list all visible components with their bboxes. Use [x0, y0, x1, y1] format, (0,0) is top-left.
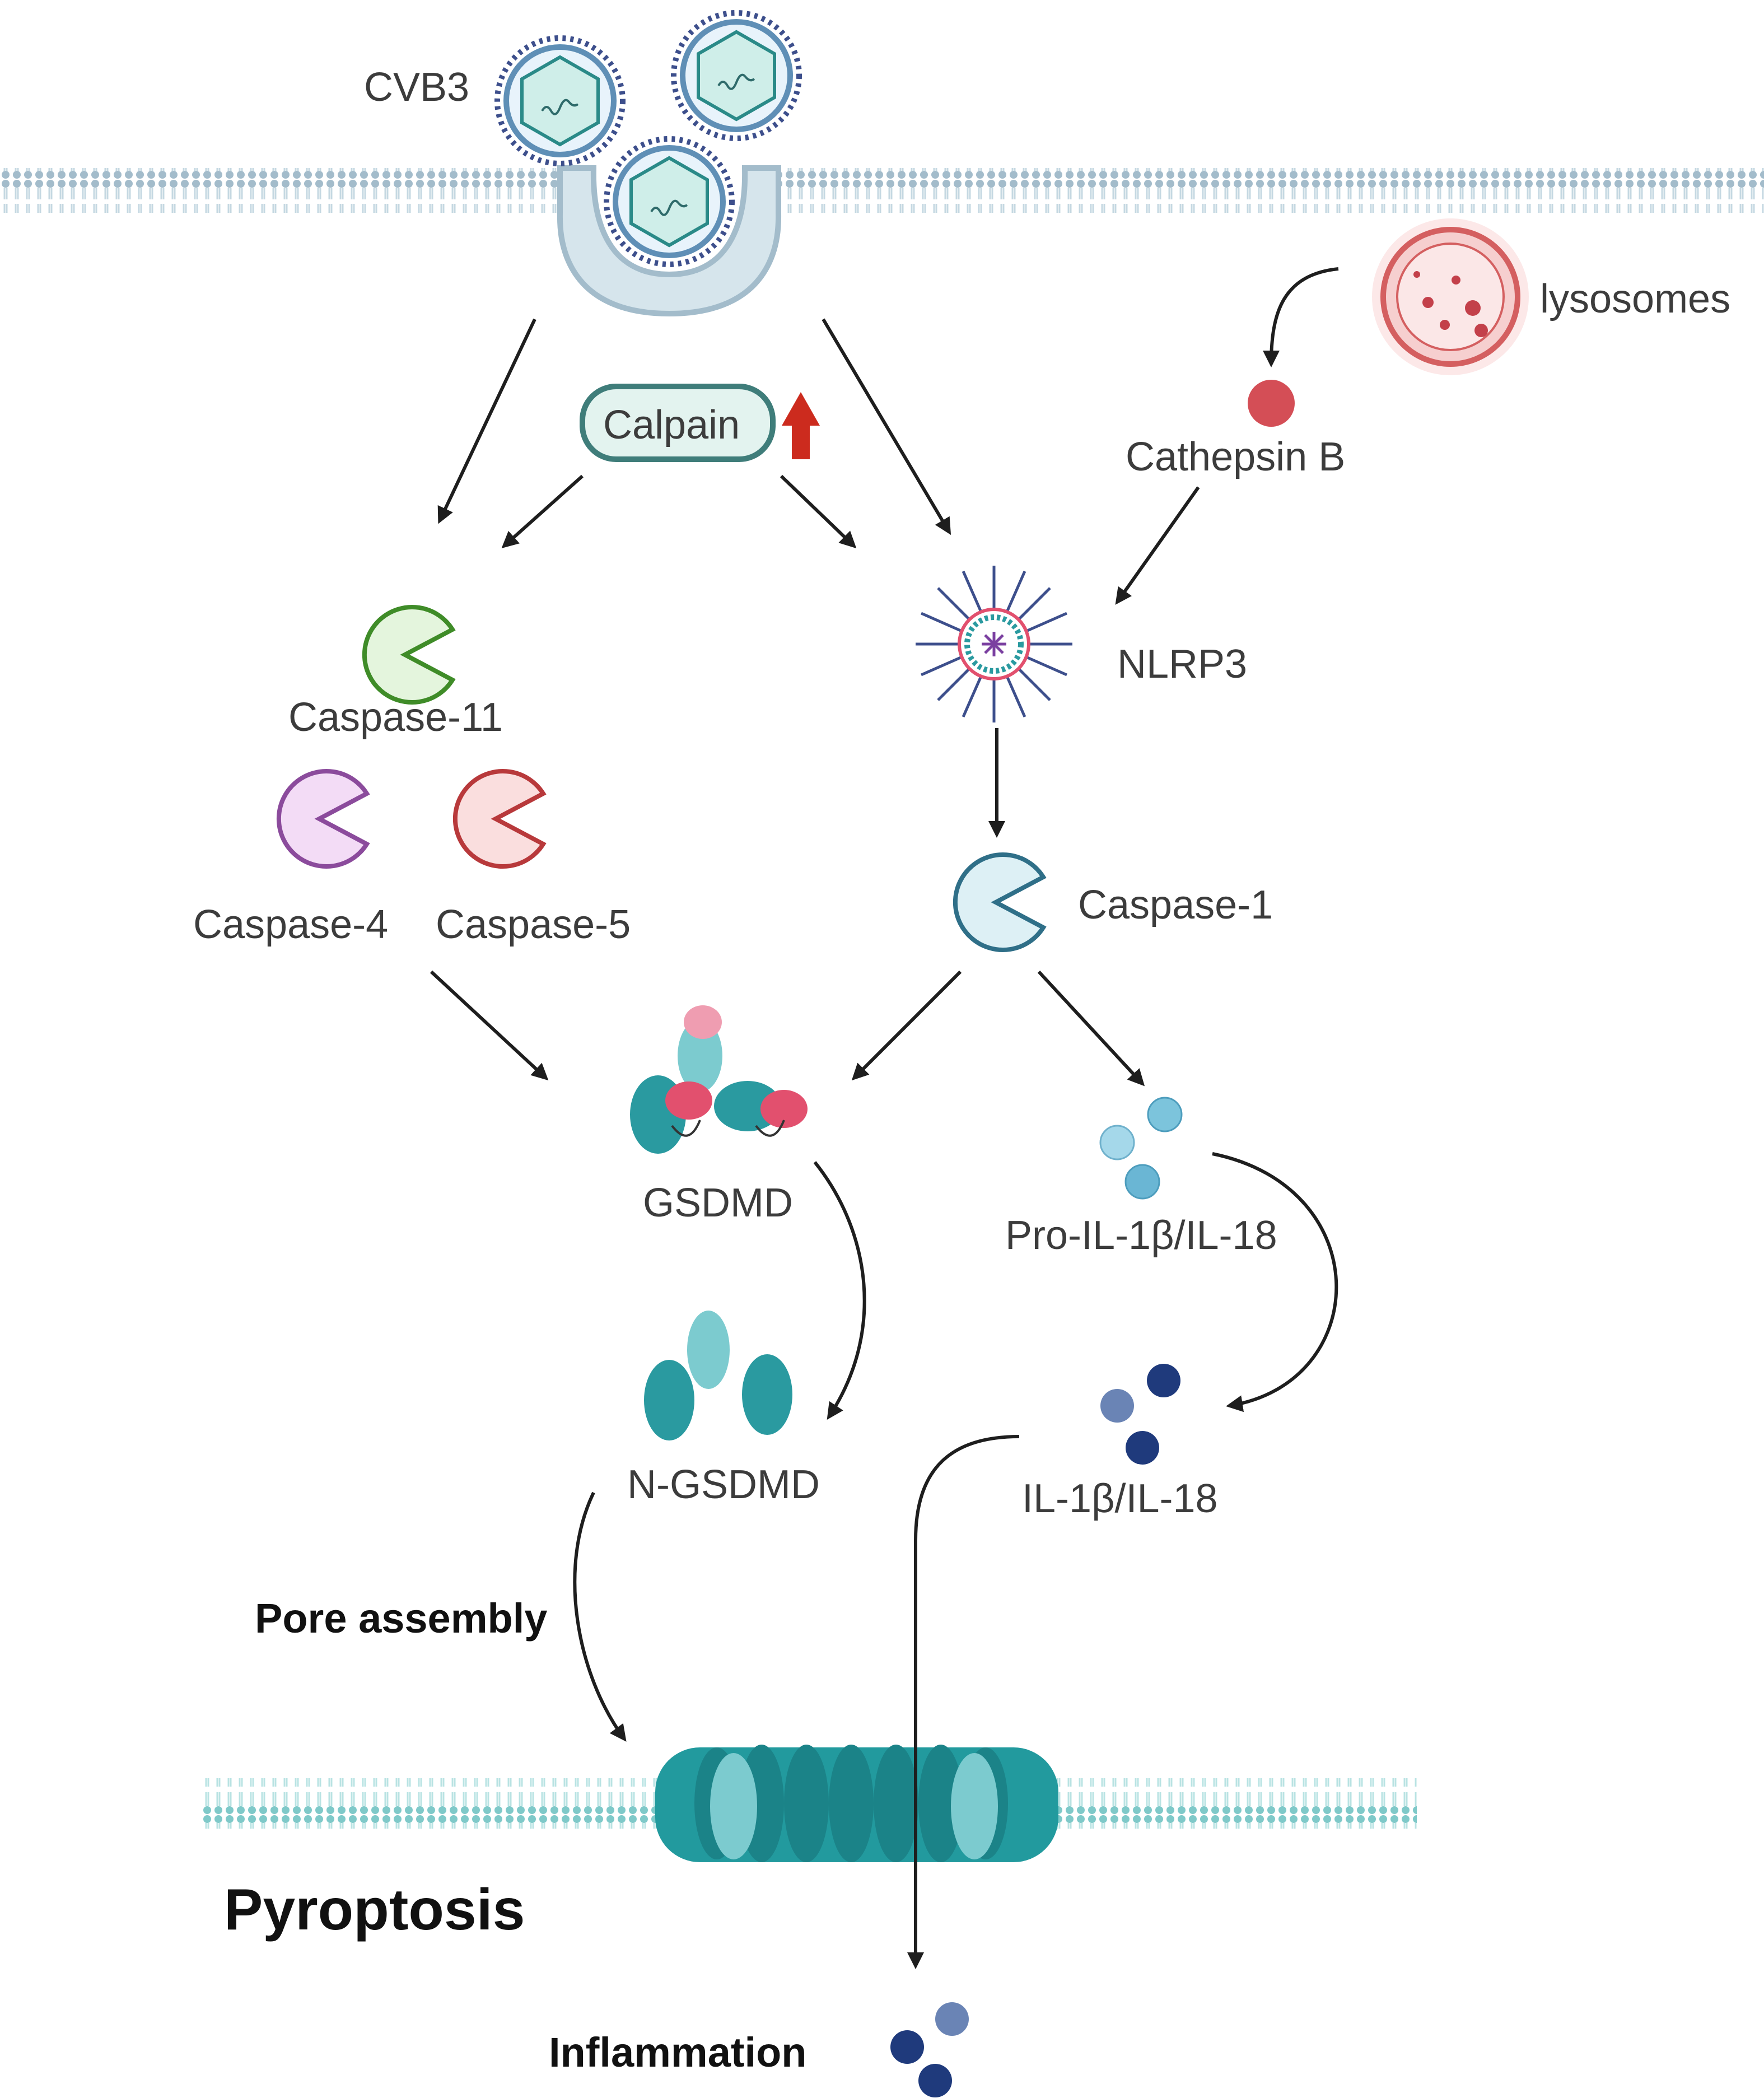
caspase-4-icon	[276, 769, 370, 869]
calpain-box	[580, 384, 776, 462]
calpain-up-arrow-icon	[782, 392, 820, 459]
arrow-il-to-inflammation	[907, 1435, 1020, 1969]
caspase-11-icon	[362, 605, 456, 705]
cvb3-label: CVB3	[364, 65, 469, 110]
inflammation-label: Inflammation	[549, 2029, 806, 2076]
arrow-cvb3-to-caspase-11	[437, 318, 536, 524]
arrow-cvb3-to-nlrp3	[822, 318, 951, 535]
gsdmd-label: GSDMD	[643, 1181, 793, 1225]
n-gsdmd-label: N-GSDMD	[627, 1462, 820, 1507]
arrow-pro-il-to-il	[1212, 1152, 1338, 1412]
lysosome-icon	[1372, 218, 1529, 375]
gsdmd-pore-icon	[655, 1745, 1058, 1862]
released-cytokines-icon	[890, 2002, 969, 2097]
il-1b-il-18-icon	[1100, 1364, 1180, 1465]
pro-il-1b-il-18-icon	[1099, 1097, 1183, 1200]
caspase-1-label: Caspase-1	[1078, 883, 1273, 927]
arrow-n-gsdmd-to-pore	[573, 1491, 627, 1742]
caspase-1-icon	[953, 852, 1047, 952]
plasma-membrane-top	[0, 165, 1764, 317]
caspase-5-icon	[452, 769, 547, 869]
nlrp3-icon	[916, 566, 1072, 722]
arrow-calpain-to-caspase-11	[501, 474, 584, 548]
arrow-calpain-to-nlrp3	[780, 474, 857, 549]
arrow-caspase-1-to-pro-il	[1037, 970, 1145, 1087]
arrow-lysosome-to-cathepsin-b	[1263, 267, 1339, 367]
caspase-4-label: Caspase-4	[193, 902, 388, 947]
arrow-caspase-1-to-gsdmd	[851, 970, 962, 1081]
nlrp3-label: NLRP3	[1117, 642, 1247, 687]
calpain-label: Calpain	[603, 403, 740, 447]
caspase-5-label: Caspase-5	[436, 902, 631, 947]
arrow-gsdmd-to-n-gsdmd	[813, 1161, 866, 1420]
caspase-11-label: Caspase-11	[288, 695, 503, 740]
lysosomes-label: lysosomes	[1540, 277, 1730, 321]
pathway-arrows	[430, 267, 1339, 1969]
pore-assembly-label: Pore assembly	[255, 1595, 547, 1642]
cathepsin-b-icon	[1248, 380, 1295, 427]
il-1b-il-18-label: IL-1β/IL-18	[1022, 1476, 1218, 1521]
n-gsdmd-protein-icon	[644, 1311, 792, 1440]
cathepsin-b-label: Cathepsin B	[1126, 435, 1345, 479]
arrow-caspases-to-gsdmd	[430, 970, 549, 1081]
arrow-cathepsin-b-to-nlrp3	[1115, 486, 1200, 605]
pro-il-1b-il-18-label: Pro-IL-1β/IL-18	[1005, 1213, 1277, 1258]
gsdmd-protein-icon	[630, 1005, 808, 1154]
pyroptosis-label: Pyroptosis	[224, 1877, 525, 1942]
